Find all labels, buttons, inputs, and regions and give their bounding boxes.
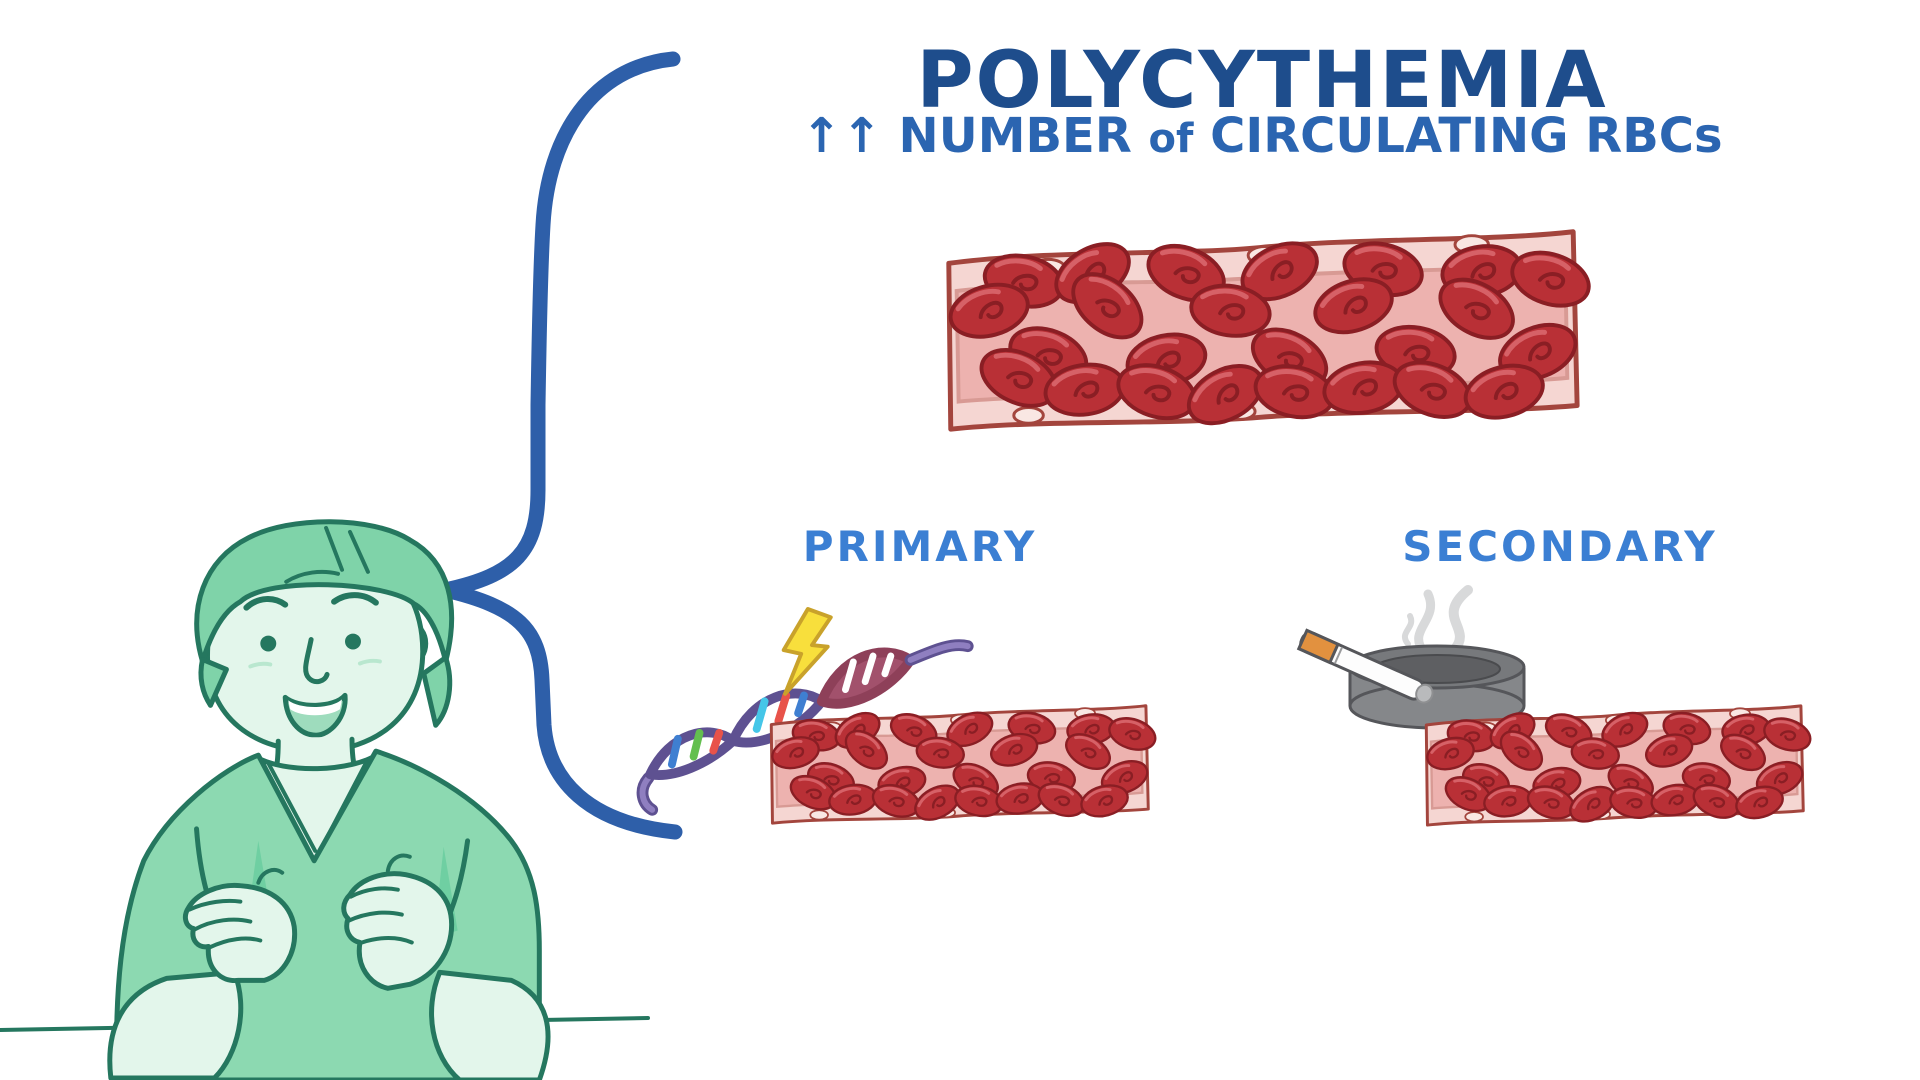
page-title: POLYCYTHEMIA (916, 36, 1608, 126)
cigarette (1296, 628, 1434, 704)
dna-mutation-icon (636, 606, 974, 816)
secondary-label: SECONDARY (1402, 522, 1718, 571)
face-features (243, 592, 382, 738)
narrator-character (107, 519, 551, 1080)
nose (303, 637, 330, 685)
secondary-blood-vessel (1418, 694, 1808, 834)
right-hand (341, 853, 551, 1080)
smoke (1401, 585, 1473, 657)
primary-label: PRIMARY (802, 522, 1038, 571)
page-subtitle: ↑↑ NUMBER of CIRCULATING RBCs (801, 108, 1723, 164)
primary-blood-vessel (763, 694, 1153, 832)
left-hand (107, 868, 298, 1080)
right-eye (345, 633, 361, 650)
curly-brace (437, 51, 683, 840)
dna-helix (636, 639, 974, 816)
main-blood-vessel-illustration (935, 212, 1585, 444)
up-arrows-icon: ↑↑ (801, 108, 882, 164)
left-eye (260, 635, 277, 652)
ashtray (1348, 644, 1526, 730)
lightning-bolt-icon (781, 606, 833, 696)
hair (194, 519, 455, 728)
teeth (288, 699, 343, 716)
cigarette-ashtray-icon (1296, 585, 1526, 730)
